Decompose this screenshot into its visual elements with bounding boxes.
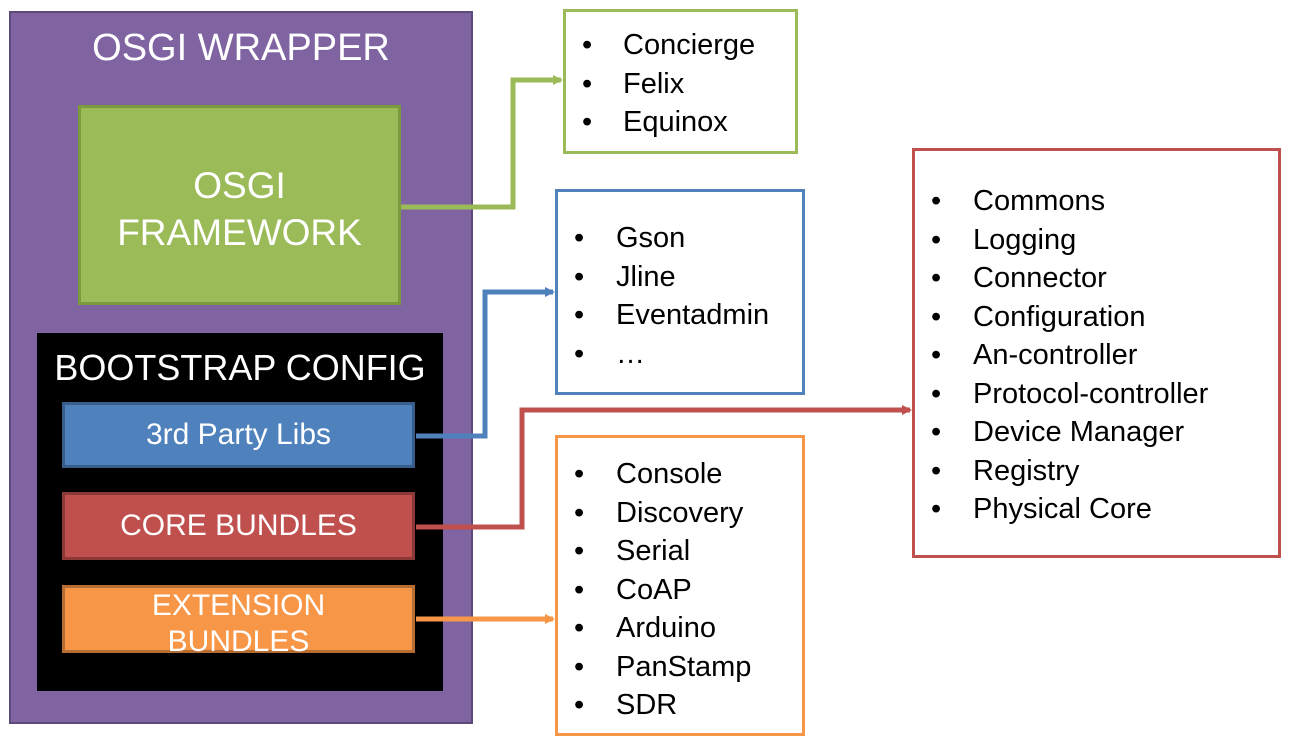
extension-bundles-list: Console Discovery Serial CoAP Arduino Pa…: [555, 435, 805, 736]
extension-bundles-box: EXTENSION BUNDLES: [62, 585, 415, 658]
third-party-libs-label: 3rd Party Libs: [145, 418, 332, 451]
osgi-framework-box: OSGI FRAMEWORK: [78, 105, 401, 305]
list-item: Logging: [915, 221, 1278, 260]
third-party-libs-box: 3rd Party Libs: [62, 402, 415, 468]
list-item: Protocol-controller: [915, 375, 1278, 414]
list-item: Console: [558, 455, 802, 494]
core-bundles-box: CORE BUNDLES: [62, 492, 415, 560]
list-item: …: [558, 335, 802, 374]
osgi-framework-label-line2: FRAMEWORK: [117, 212, 362, 253]
third-party-libs-list: Gson Jline Eventadmin …: [555, 189, 805, 395]
framework-implementations-list: Concierge Felix Equinox: [563, 9, 798, 154]
core-bundles-list: Commons Logging Connector Configuration …: [912, 148, 1281, 558]
extension-bundles-label-line2: BUNDLES: [167, 625, 310, 658]
list-item: SDR: [558, 686, 802, 725]
extension-bundles-label-line1: EXTENSION: [151, 589, 326, 622]
list-item: Gson: [558, 219, 802, 258]
list-item: Configuration: [915, 298, 1278, 337]
list-item: Equinox: [566, 103, 795, 142]
list-item: PanStamp: [558, 648, 802, 687]
list-item: Felix: [566, 65, 795, 104]
list-item: An-controller: [915, 336, 1278, 375]
list-item: Concierge: [566, 26, 795, 65]
bootstrap-config-title: BOOTSTRAP CONFIG: [54, 347, 426, 388]
list-item: Serial: [558, 532, 802, 571]
core-bundles-label: CORE BUNDLES: [120, 509, 357, 542]
framework-connector-arrow: [401, 75, 563, 210]
core-connector-arrow: [416, 405, 912, 530]
list-item: Registry: [915, 452, 1278, 491]
third-party-connector-arrow: [416, 287, 555, 439]
list-item: CoAP: [558, 571, 802, 610]
list-item: Arduino: [558, 609, 802, 648]
list-item: Eventadmin: [558, 296, 802, 335]
list-item: Connector: [915, 259, 1278, 298]
osgi-wrapper-title: OSGI WRAPPER: [92, 27, 390, 69]
list-item: Device Manager: [915, 413, 1278, 452]
list-item: Discovery: [558, 494, 802, 533]
list-item: Jline: [558, 258, 802, 297]
list-item: Commons: [915, 182, 1278, 221]
osgi-framework-label-line1: OSGI: [193, 165, 286, 206]
list-item: Physical Core: [915, 490, 1278, 529]
